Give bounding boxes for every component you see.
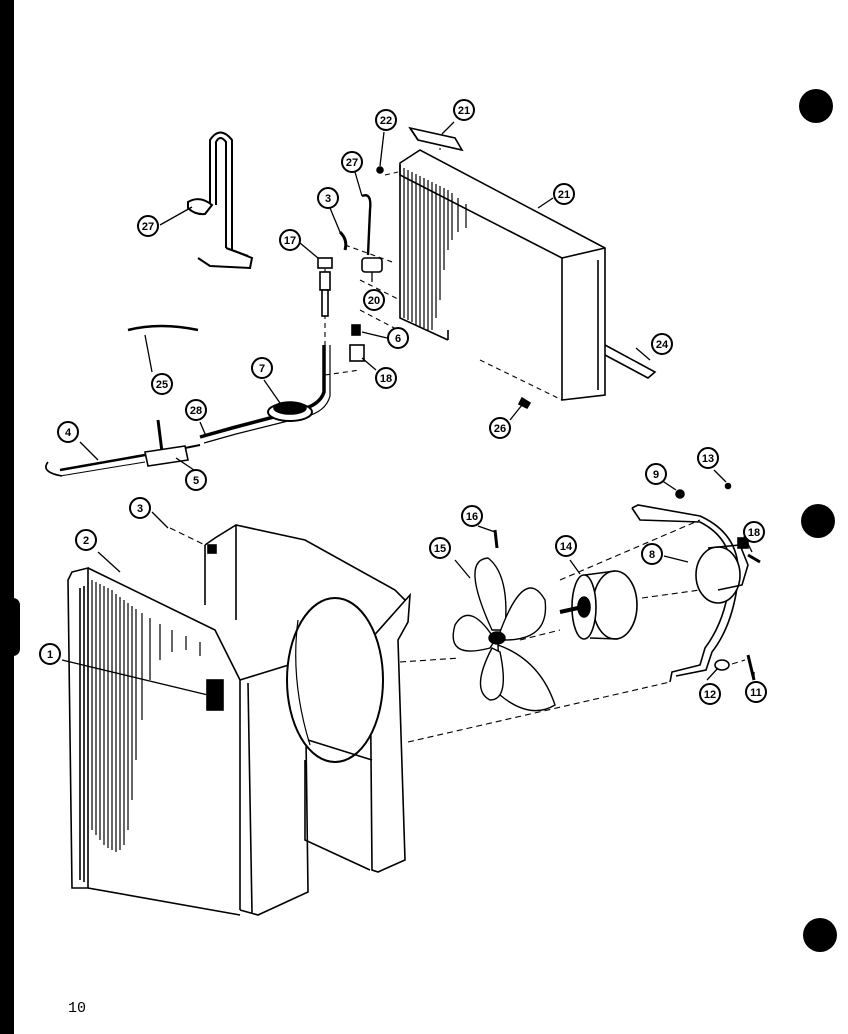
svg-text:18: 18	[380, 373, 392, 385]
condenser-front-panel	[67, 566, 309, 916]
page-number: 10	[68, 1000, 87, 1017]
callout-9: 9	[645, 463, 667, 485]
svg-text:24: 24	[656, 339, 669, 351]
svg-text:8: 8	[649, 549, 655, 561]
svg-text:27: 27	[346, 157, 358, 169]
svg-text:3: 3	[137, 503, 143, 515]
callout-21-top: 21	[453, 99, 475, 121]
callout-5: 5	[185, 469, 207, 491]
svg-text:6: 6	[395, 333, 401, 345]
svg-text:16: 16	[466, 511, 478, 523]
svg-text:7: 7	[259, 363, 265, 375]
svg-text:21: 21	[458, 105, 470, 117]
fan-shroud	[204, 524, 411, 873]
callout-7: 7	[251, 357, 273, 379]
callout-8: 8	[641, 543, 663, 565]
svg-text:2: 2	[83, 535, 89, 547]
svg-text:22: 22	[380, 115, 392, 127]
svg-text:20: 20	[368, 295, 380, 307]
svg-text:27: 27	[142, 221, 154, 233]
callout-18-lower: 18	[743, 521, 765, 543]
svg-text:11: 11	[750, 687, 762, 699]
svg-text:17: 17	[284, 235, 296, 247]
callout-3-lower: 3	[129, 497, 151, 519]
svg-text:28: 28	[190, 405, 202, 417]
svg-text:5: 5	[193, 475, 199, 487]
leader-lines	[61, 121, 755, 697]
svg-text:25: 25	[156, 379, 168, 391]
callout-20: 20	[363, 289, 385, 311]
callout-16: 16	[461, 505, 483, 527]
callout-13: 13	[697, 447, 719, 469]
callout-4: 4	[57, 421, 79, 443]
svg-text:18: 18	[748, 527, 760, 539]
callout-21-coil: 21	[553, 183, 575, 205]
callout-25: 25	[151, 373, 173, 395]
alignment-lines-lower	[169, 519, 746, 743]
fan-blade	[452, 529, 556, 712]
fan-motor	[559, 570, 638, 640]
scan-edge-notch	[6, 598, 20, 656]
callout-6: 6	[387, 327, 409, 349]
callout-22: 22	[375, 109, 397, 131]
binder-hole-bottom	[803, 918, 837, 952]
binder-hole-middle	[801, 504, 835, 538]
binder-hole-top	[799, 89, 833, 123]
callout-28: 28	[185, 399, 207, 421]
scan-edge-bar	[0, 0, 14, 1034]
svg-text:26: 26	[494, 423, 506, 435]
screw-26	[517, 396, 532, 410]
callout-18-upper: 18	[375, 367, 397, 389]
svg-text:1: 1	[47, 649, 53, 661]
svg-text:9: 9	[653, 469, 659, 481]
callout-2: 2	[75, 529, 97, 551]
callouts: 1 2 3 3 4 5 6 7 8 9 11 12 13 14 15 16 17…	[39, 99, 767, 705]
callout-27-center: 27	[341, 151, 363, 173]
svg-text:4: 4	[65, 427, 72, 439]
callout-27-left: 27	[137, 215, 159, 237]
callout-1: 1	[39, 643, 61, 665]
small-fittings-upper	[317, 166, 384, 362]
svg-text:15: 15	[434, 543, 446, 555]
svg-text:13: 13	[702, 453, 714, 465]
callout-26: 26	[489, 417, 511, 439]
callout-14: 14	[555, 535, 577, 557]
svg-text:3: 3	[325, 193, 331, 205]
callout-12: 12	[699, 683, 721, 705]
callout-24: 24	[651, 333, 673, 355]
svg-text:14: 14	[560, 541, 573, 553]
svg-text:12: 12	[704, 689, 716, 701]
refrigerant-lines	[45, 324, 331, 477]
callout-17: 17	[279, 229, 301, 251]
motor-mount-bracket	[631, 504, 749, 683]
tubing-27	[187, 131, 254, 270]
callout-3-upper: 3	[317, 187, 339, 209]
callout-11: 11	[745, 681, 767, 703]
fasteners	[675, 482, 761, 681]
svg-text:21: 21	[558, 189, 570, 201]
condenser-coil	[399, 126, 606, 401]
bracket-24	[604, 344, 657, 379]
callout-15: 15	[429, 537, 451, 559]
